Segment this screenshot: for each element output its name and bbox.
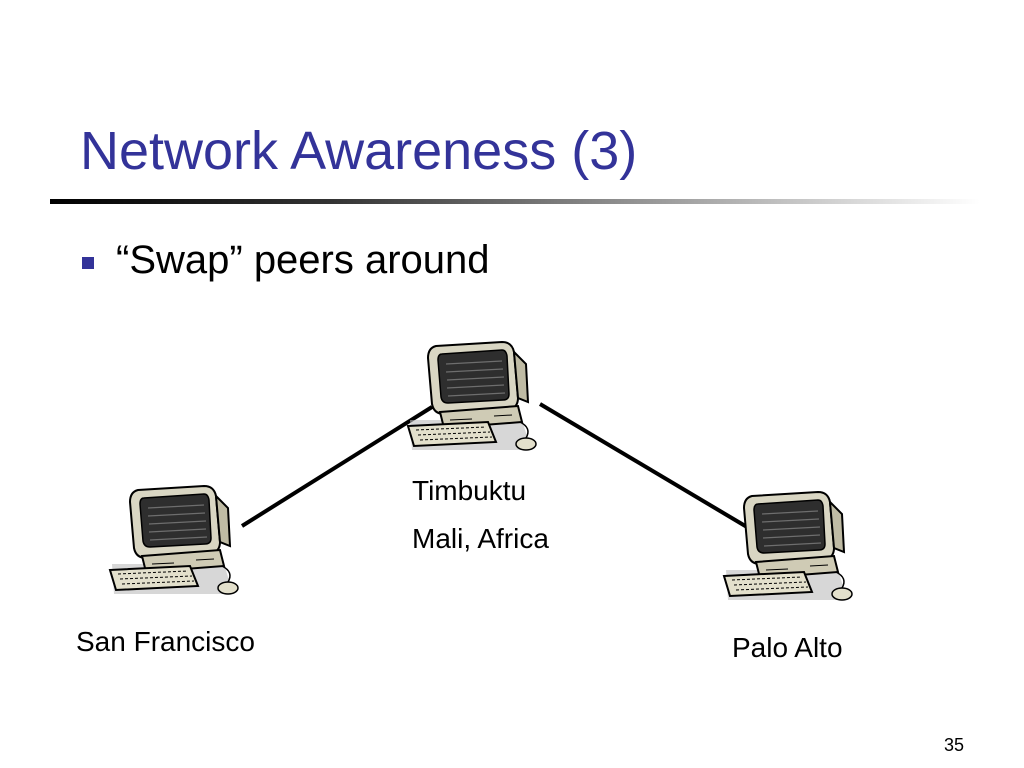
- slide-title: Network Awareness (3): [80, 121, 638, 181]
- page-number: 35: [943, 735, 964, 755]
- computer-icon: [407, 341, 537, 451]
- computer-icon: [723, 491, 853, 601]
- bullet-text: “Swap” peers around: [116, 238, 490, 282]
- title-divider: [50, 199, 980, 204]
- node-label-timbuktu: Timbuktu: [412, 475, 527, 506]
- bullet-marker-icon: [82, 257, 94, 269]
- node-label-palo-alto: Palo Alto: [732, 632, 843, 663]
- bullet-item: “Swap” peers around: [82, 240, 490, 280]
- node-label-timbuktu-location: Mali, Africa: [412, 523, 549, 554]
- edge-san-francisco-timbuktu: [240, 405, 434, 528]
- computer-icon: [109, 485, 239, 595]
- edge-timbuktu-palo-alto: [538, 402, 754, 532]
- node-label-san-francisco: San Francisco: [76, 626, 255, 657]
